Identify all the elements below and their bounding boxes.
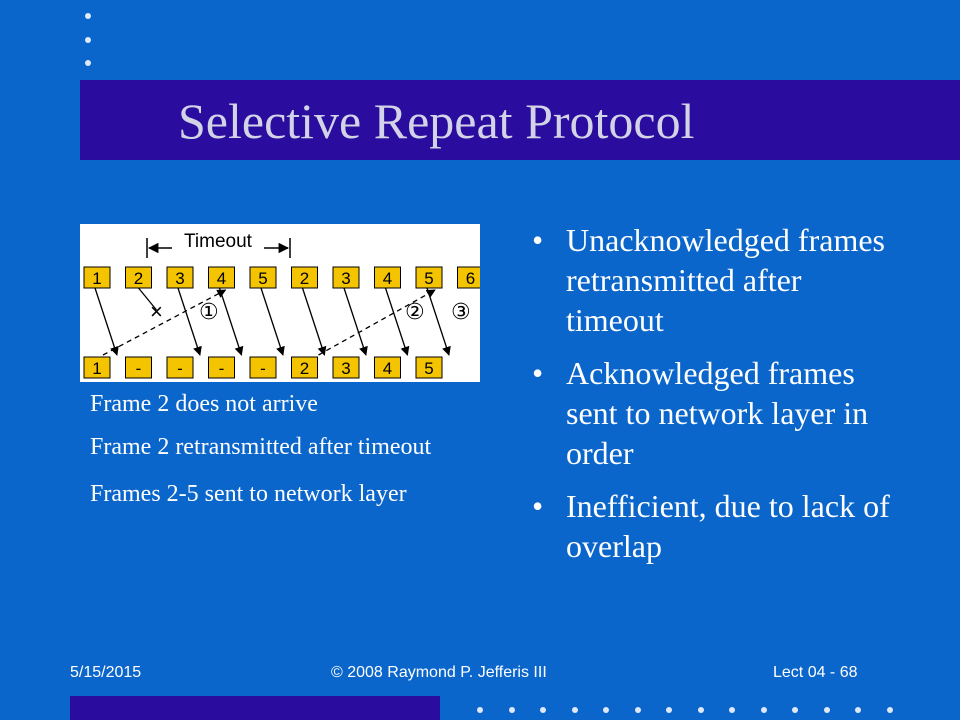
selective-repeat-diagram: Timeout 1 2 3 4 5 2 3 4 5 6 1 - - - - 2 3 4 5 × ① ② ③: [80, 224, 484, 382]
data-frame-arrow: [301, 287, 327, 356]
receiver-frame-box: [249, 356, 277, 379]
caption-retransmit: Frame 2 retransmitted after timeout: [90, 434, 432, 460]
decorative-dot: [698, 707, 704, 713]
title-band: [80, 80, 960, 160]
sender-frame-box: [291, 266, 318, 289]
decorative-dot: [509, 707, 515, 713]
sender-frame-label: 5: [258, 269, 267, 288]
data-frame-arrow: [426, 287, 451, 356]
receiver-frame-label: 3: [341, 359, 350, 378]
bullet-icon: •: [532, 355, 544, 391]
data-frame-arrow: [177, 287, 202, 356]
decorative-dot: [572, 707, 578, 713]
footer-date: 5/15/2015: [70, 664, 142, 681]
timeout-label: Timeout: [184, 231, 253, 252]
slide-title: Selective Repeat Protocol: [178, 93, 695, 149]
bullet-text: Inefficient, due to lack of overlap: [566, 488, 890, 564]
sender-frame-label: 5: [424, 269, 433, 288]
lost-frame-line: [137, 287, 158, 311]
receiver-frame-box: [83, 356, 111, 379]
bullet-item: • Unacknowledged frames retransmitted af…: [532, 220, 902, 340]
bullet-text: Unacknowledged frames retransmitted afte…: [566, 222, 885, 338]
footer-copyright: © 2008 Raymond P. Jefferis III: [331, 664, 547, 681]
sender-frame-box: [332, 266, 360, 289]
receiver-frame-box: [291, 356, 318, 379]
lost-frame-marker: ×: [150, 299, 163, 324]
ack-arrow: [318, 289, 436, 356]
sender-frame-label: 1: [92, 269, 101, 288]
receiver-frame-label: 4: [383, 359, 392, 378]
receiver-frame-box: [208, 356, 235, 379]
sender-frame-label: 6: [466, 269, 475, 288]
transmission-arrows: [94, 287, 451, 356]
footer-page-number: Lect 04 - 68: [773, 664, 858, 681]
receiver-frame-box: [125, 356, 152, 379]
bullet-icon: •: [532, 222, 544, 258]
decorative-dot: [887, 707, 893, 713]
decorative-dot: [540, 707, 546, 713]
receiver-frame-label: 1: [92, 359, 101, 378]
sender-frames-row: 1 2 3 4 5 2 3 4 5 6: [83, 266, 484, 289]
sender-frame-box: [83, 266, 111, 289]
receiver-frame-box: [166, 356, 194, 379]
data-frame-arrow: [384, 287, 410, 356]
caption-delivered: Frames 2-5 sent to network layer: [90, 481, 407, 507]
sender-frame-label: 3: [175, 269, 184, 288]
ack-marker-2: ②: [405, 299, 425, 324]
data-frame-arrow: [343, 287, 368, 356]
sender-frame-label: 2: [134, 269, 143, 288]
receiver-frame-label: -: [219, 359, 225, 378]
data-frame-arrow: [218, 287, 244, 356]
decorative-dot: [824, 707, 830, 713]
diagram-captions: Frame 2 does not arrive Frame 2 retransm…: [90, 388, 450, 525]
data-frame-arrow: [94, 287, 119, 356]
decorative-dot: [729, 707, 735, 713]
bullet-item: • Acknowledged frames sent to network la…: [532, 353, 902, 473]
decorative-dot: [666, 707, 672, 713]
receiver-frame-label: 5: [424, 359, 433, 378]
sender-frame-label: 3: [341, 269, 350, 288]
bottom-band: [70, 696, 440, 720]
decorative-dot: [85, 37, 91, 43]
decorative-dot: [761, 707, 767, 713]
receiver-frame-box: [332, 356, 360, 379]
sender-frame-box: [415, 266, 443, 289]
sender-frame-box: [166, 266, 194, 289]
sender-frame-label: 4: [217, 269, 226, 288]
decorative-dot: [85, 60, 91, 66]
receiver-frame-box: [415, 356, 443, 379]
receiver-frames-row: 1 - - - - 2 3 4 5: [83, 356, 443, 379]
bullet-text: Acknowledged frames sent to network laye…: [566, 355, 869, 471]
bullet-icon: •: [532, 488, 544, 524]
sender-frame-box: [374, 266, 401, 289]
decorative-dot: [85, 13, 91, 19]
decorative-dot: [635, 707, 641, 713]
bullet-list: • Unacknowledged frames retransmitted af…: [532, 220, 902, 579]
decorative-dot: [477, 707, 483, 713]
receiver-frame-box: [374, 356, 401, 379]
decorative-dot: [792, 707, 798, 713]
ack-marker-1: ①: [199, 299, 219, 324]
data-frame-arrow: [260, 287, 285, 356]
caption-frame-lost: Frame 2 does not arrive: [90, 391, 318, 417]
ack-marker-3: ③: [451, 299, 471, 324]
receiver-frame-label: 2: [300, 359, 309, 378]
receiver-frame-label: -: [177, 359, 183, 378]
receiver-frame-label: -: [136, 359, 142, 378]
sender-frame-box: [249, 266, 277, 289]
decorative-dot: [855, 707, 861, 713]
sender-frame-label: 4: [383, 269, 392, 288]
decorative-dot: [603, 707, 609, 713]
bullet-item: • Inefficient, due to lack of overlap: [532, 486, 902, 566]
sender-frame-box: [208, 266, 235, 289]
sender-frame-label: 2: [300, 269, 309, 288]
receiver-frame-label: -: [260, 359, 266, 378]
